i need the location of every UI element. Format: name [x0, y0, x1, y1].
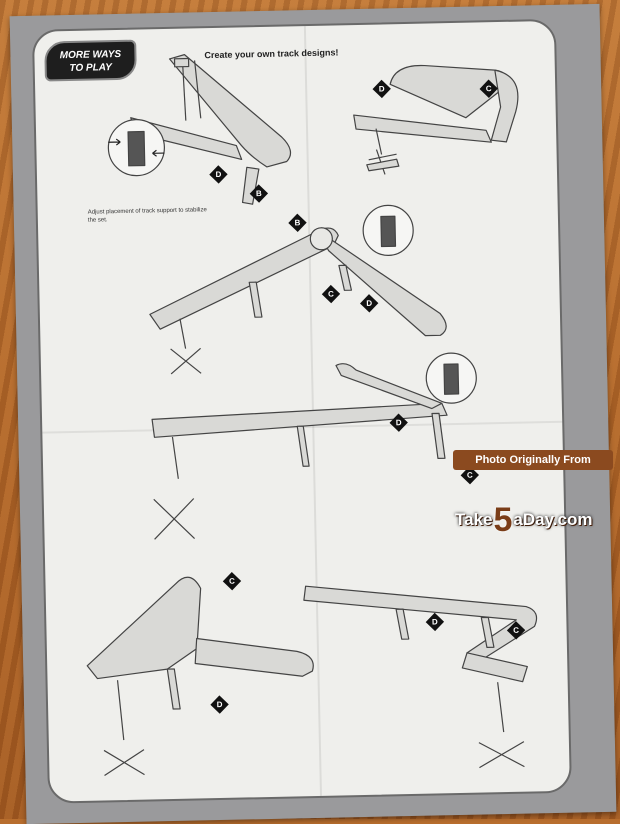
watermark-logo-digit: 5 [493, 501, 513, 539]
track-diagram-4 [151, 352, 477, 540]
watermark-caption: Photo Originally From [453, 450, 613, 470]
track-diagram-6 [303, 585, 538, 769]
track-diagram-3 [149, 204, 447, 375]
instruction-panel: MORE WAYS TO PLAY Create your own track … [31, 18, 572, 804]
track-diagram-1 [107, 54, 292, 205]
instruction-sheet: MORE WAYS TO PLAY Create your own track … [9, 3, 617, 824]
track-diagram-2 [353, 64, 519, 175]
watermark-logo-suffix: aDay.com [513, 510, 593, 529]
track-diagram-5 [86, 576, 314, 776]
track-illustrations [86, 54, 538, 776]
watermark-logo-prefix: Take [455, 510, 493, 529]
watermark-logo: Take 5 aDay.com [455, 500, 595, 540]
